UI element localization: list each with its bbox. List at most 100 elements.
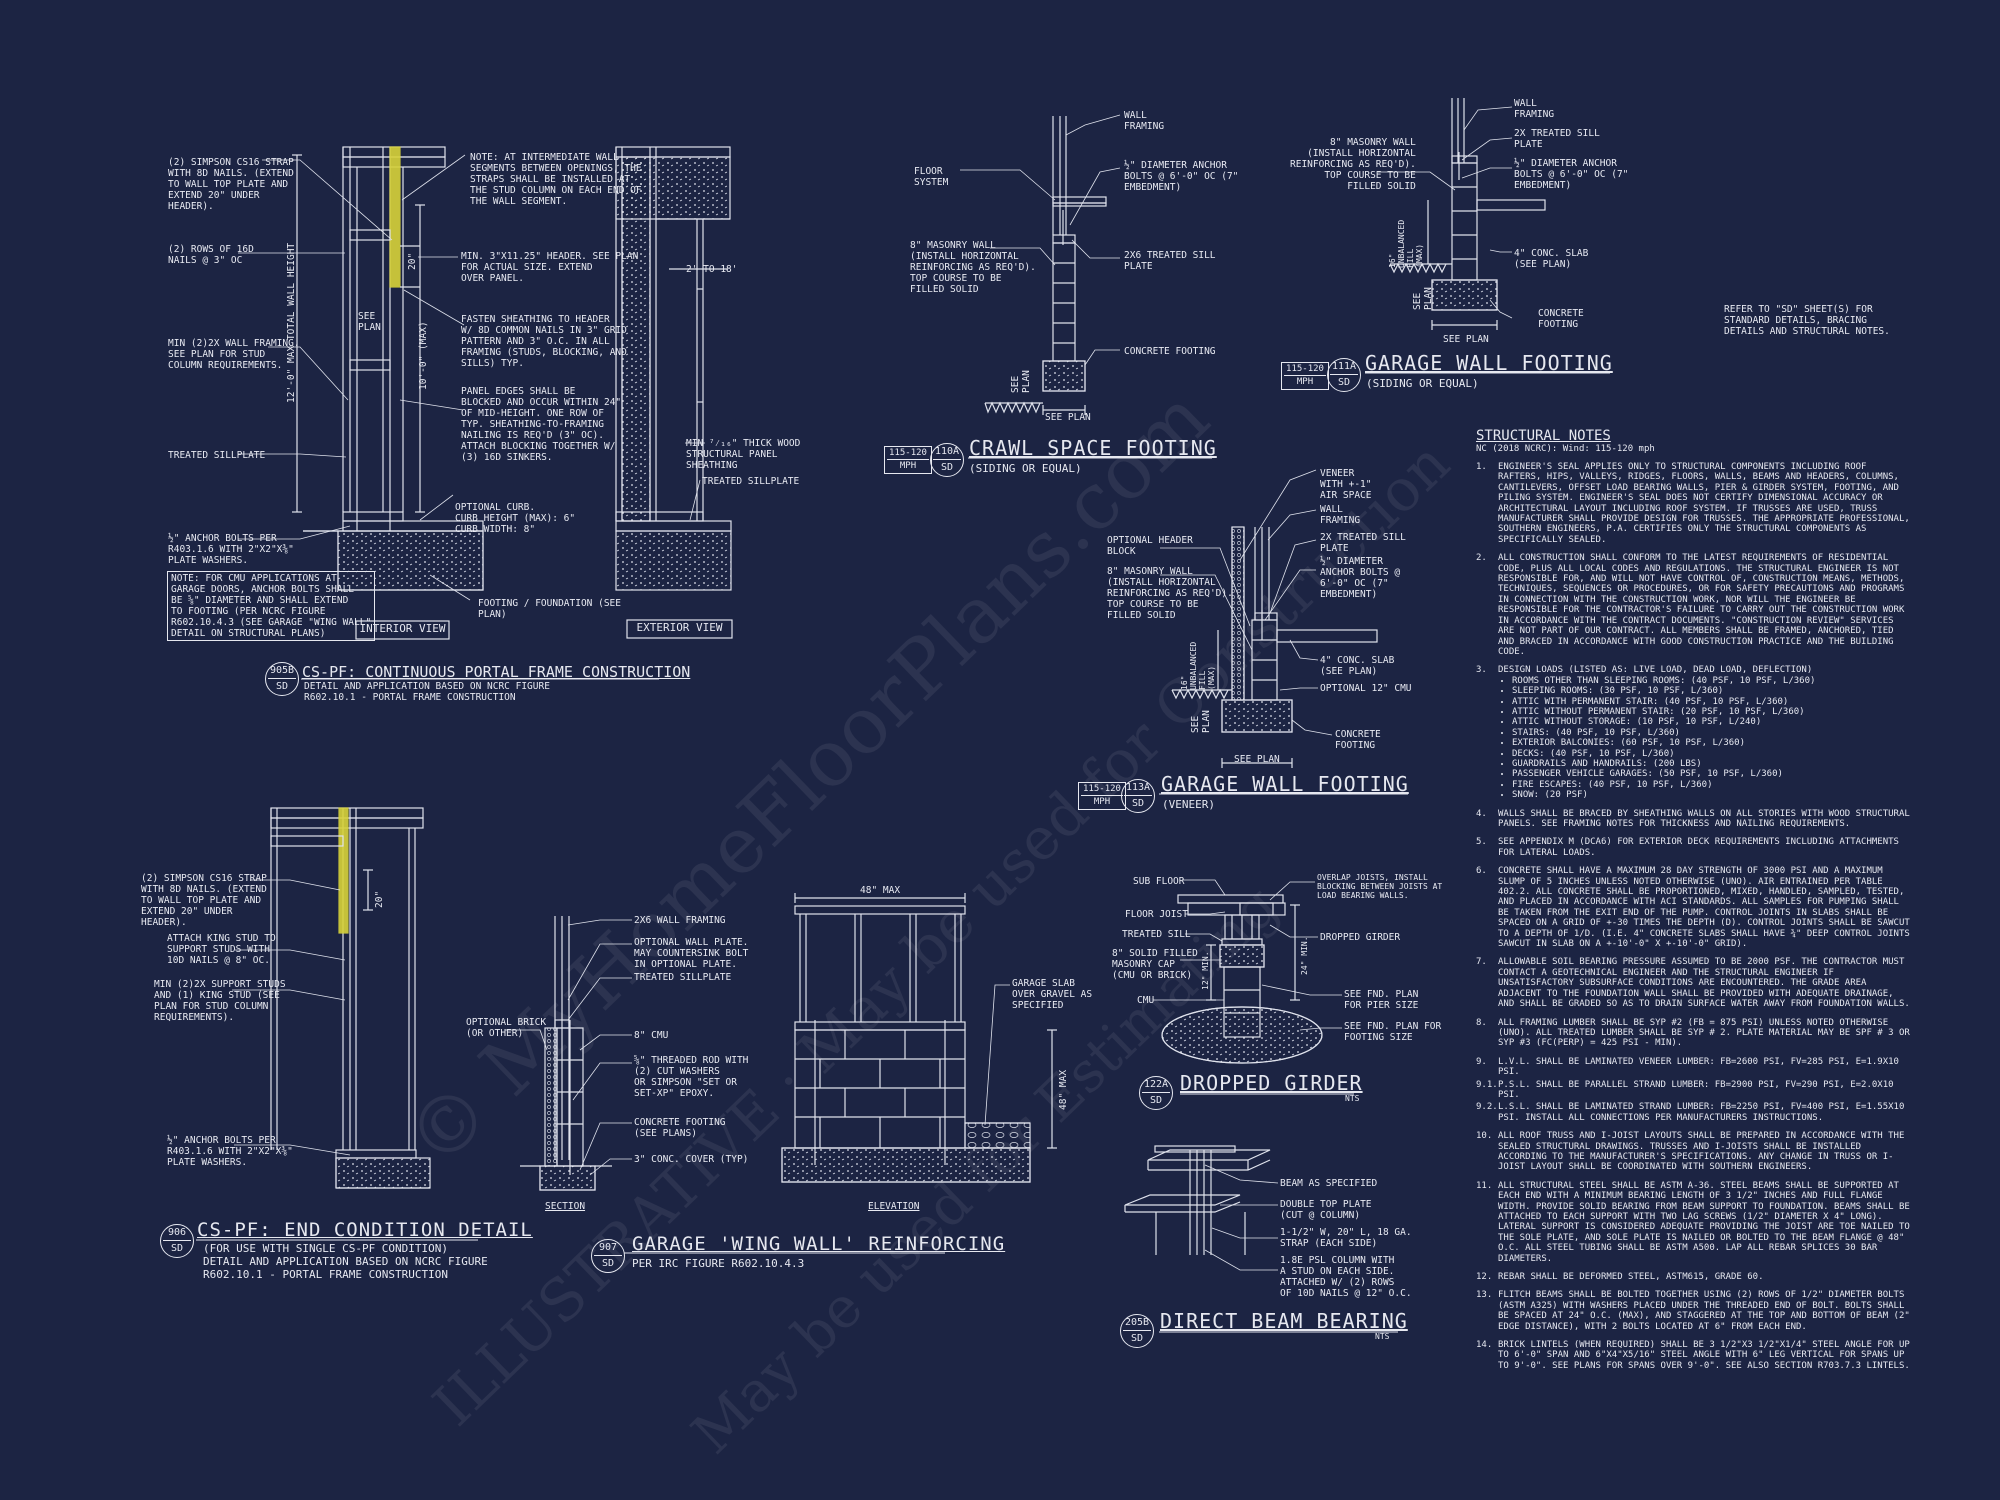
structural-note-number: 11. [1476, 1180, 1493, 1191]
label-see-plan: SEE PLAN [358, 311, 381, 333]
label-solid-filled-122a: 8" SOLID FILLED MASONRY CAP (CMU OR BRIC… [1112, 948, 1198, 981]
structural-note-text: ALL STRUCTURAL STEEL SHALL BE ASTM A-36.… [1498, 1180, 1910, 1264]
label-column-205b: 1.8E PSL COLUMN WITH A STUD ON EACH SIDE… [1280, 1255, 1412, 1299]
structural-note-text: BRICK LINTELS (WHEN REQUIRED) SHALL BE 3… [1498, 1340, 1910, 1371]
structural-note-text: SEE APPENDIX M (DCA6) FOR EXTERIOR DECK … [1498, 837, 1899, 858]
structural-note-number: 5. [1476, 837, 1487, 848]
label-concrete-footing-907: CONCRETE FOOTING (SEE PLANS) [634, 1117, 726, 1139]
structural-note: 3.DESIGN LOADS (LISTED AS: LIVE LOAD, DE… [1476, 665, 1910, 800]
label-framing-907: 2x6 WALL FRAMING [634, 915, 726, 926]
label-wall-framing-113a: WALL FRAMING [1320, 504, 1361, 526]
label-nails: (2) ROWS OF 16d NAILS @ 3" OC [168, 244, 254, 266]
label-anchor-111a: ½" DIAMETER ANCHOR BOLTS @ 6'-0" OC (7" … [1514, 158, 1629, 191]
label-king-906: ATTACH KING STUD TO SUPPORT STUDS WITH 1… [167, 933, 276, 966]
structural-note-number: 10. [1476, 1131, 1493, 1142]
structural-note-number: 6. [1476, 866, 1487, 877]
structural-note: 10. ALL ROOF TRUSS AND I-JOIST LAYOUTS SH… [1476, 1131, 1910, 1173]
label-dropped-122a: DROPPED GIRDER [1320, 932, 1401, 943]
label-twenty-906: 20" [374, 890, 385, 908]
label-rod-907: ⅝" THREADED ROD WITH (2) CUT WASHERS OR … [634, 1055, 749, 1099]
label-plate-907: OPTIONAL WALL PLATE. MAY COUNTERSINK BOL… [634, 937, 749, 970]
label-sill-110a: 2x6 TREATED SILL PLATE [1124, 250, 1216, 272]
label-anchor-113a: ½" DIAMETER ANCHOR BOLTS @ 6'-0" OC (7" … [1320, 556, 1401, 600]
label-footing-113a: CONCRETE FOOTING [1335, 729, 1381, 751]
label-see-plan-v-110a: SEE PLAN [1010, 370, 1032, 393]
structural-subnote: 9.1.P.S.L. SHALL BE PARALLEL STRAND LUMB… [1476, 1080, 1910, 1101]
label-curb: OPTIONAL CURB. CURB HEIGHT (MAX): 6" CUR… [455, 502, 576, 535]
design-load-item: ROOMS OTHER THAN SLEEPING ROOMS: (40 PSF… [1512, 676, 1910, 686]
label-treated-sill: TREATED SILLPLATE [168, 450, 266, 461]
design-load-item: PASSENGER VEHICLE GARAGES: (50 PSF, 10 P… [1512, 769, 1910, 779]
section-label-907: SECTION [545, 1201, 586, 1212]
structural-subnote: 9.2.L.S.L. SHALL BE LAMINATED STRAND LUM… [1476, 1102, 1910, 1123]
structural-note-text: ENGINEER'S SEAL APPLIES ONLY TO STRUCTUR… [1498, 462, 1910, 545]
label-max48-907: 48" MAX [860, 885, 901, 896]
structural-note-text: CONCRETE SHALL HAVE A MAXIMUM 28 DAY STR… [1498, 866, 1910, 950]
label-support-906: MIN (2)2X SUPPORT STUDS AND (1) KING STU… [154, 979, 286, 1023]
label-masonry-113a: 8" MASONRY WALL (INSTALL HORIZONTAL REIN… [1107, 566, 1233, 621]
detail-title-122a: DROPPED GIRDER [1180, 1071, 1363, 1095]
structural-note-text: WALLS SHALL BE BRACED BY SHEATHING WALLS… [1498, 808, 1910, 829]
structural-note: 5. SEE APPENDIX M (DCA6) FOR EXTERIOR DEC… [1476, 837, 1910, 858]
structural-note-number: 2. [1476, 553, 1487, 564]
end-condition-drawing [270, 807, 431, 1189]
design-load-item: FIRE ESCAPES: (40 PSF, 10 PSF, L/360) [1512, 780, 1910, 790]
crawl-space-footing-drawing [984, 116, 1107, 415]
structural-note-text: ALL ROOF TRUSS AND I-JOIST LAYOUTS SHALL… [1498, 1131, 1905, 1173]
structural-subnote-text: P.S.L. SHALL BE PARALLEL STRAND LUMBER: … [1498, 1079, 1894, 1100]
nts-122a: NTS [1345, 1094, 1360, 1103]
garage-footing-veneer-drawing [1171, 526, 1378, 768]
label-see-plan-v-113a: SEE PLAN [1190, 710, 1212, 733]
label-min24-122a: 24" MIN. [1300, 936, 1309, 975]
structural-note-number: 7. [1476, 957, 1487, 968]
structural-note: 7.ALLOWABLE SOIL BEARING PRESSURE ASSUME… [1476, 957, 1910, 1009]
label-min-sheathing: MIN ⁷⁄₁₆" THICK WOOD STRUCTURAL PANEL SH… [686, 438, 801, 471]
structural-note: 4.WALLS SHALL BE BRACED BY SHEATHING WAL… [1476, 809, 1910, 830]
label-treated-907: TREATED SILLPLATE [634, 972, 732, 983]
structural-note: 13. FLITCH BEAMS SHALL BE BOLTED TOGETHER… [1476, 1290, 1910, 1332]
wing-wall-section-drawing [520, 916, 612, 1191]
label-pier-122a: SEE FND. PLAN FOR PIER SIZE [1344, 989, 1419, 1011]
structural-subnote-number: 9.1. [1476, 1079, 1498, 1090]
label-footing-122a: SEE FND. PLAN FOR FOOTING SIZE [1344, 1021, 1442, 1043]
exterior-view-label: EXTERIOR VIEW [636, 621, 723, 634]
detail-sub-113a: (VENEER) [1162, 798, 1215, 811]
label-brick-907: OPTIONAL BRICK (OR OTHER) [466, 1017, 547, 1039]
portal-frame-leaders [238, 154, 471, 601]
label-sill-111a: 2x TREATED SILL PLATE [1514, 128, 1600, 150]
label-min12-122a: 12" MIN. [1201, 951, 1210, 990]
detail-title-905b: CS-PF: CONTINUOUS PORTAL FRAME CONSTRUCT… [302, 663, 691, 681]
label-ten-max: 10'-0" (MAX) [418, 321, 429, 390]
label-double-top-205b: DOUBLE TOP PLATE (CUT @ COLUMN) [1280, 1199, 1372, 1221]
label-two-to-18: 2' TO 18' [686, 264, 738, 275]
label-footing-111a: CONCRETE FOOTING [1538, 308, 1584, 330]
wing-wall-elevation-drawing [781, 893, 1057, 1183]
label-wall-framing-110a: WALL FRAMING [1124, 110, 1165, 132]
label-footing-110a: CONCRETE FOOTING [1124, 346, 1216, 357]
label-treated-sill-ext: TREATED SILLPLATE [702, 476, 800, 487]
label-unbalanced-111a: 16" UNBALANCED FILL (MAX) [1388, 219, 1424, 268]
structural-note-number: 13. [1476, 1290, 1493, 1301]
label-cmu-113a: OPTIONAL 12" CMU [1320, 683, 1412, 694]
detail-title-205b: DIRECT BEAM BEARING [1160, 1309, 1408, 1333]
label-anchor-bolts: ½" ANCHOR BOLTS PER R403.1.6 WITH 2"x2"x… [168, 533, 294, 566]
label-wall-framing-111a: WALL FRAMING [1514, 98, 1555, 120]
detail-title-906: CS-PF: END CONDITION DETAIL [197, 1219, 533, 1241]
structural-note-number: 1. [1476, 462, 1487, 472]
design-load-item: ATTIC WITHOUT STORAGE: (10 PSF, 10 PSF, … [1512, 717, 1910, 727]
structural-note-text: ALL CONSTRUCTION SHALL CONFORM TO THE LA… [1498, 553, 1905, 657]
direct-beam-bearing-drawing [1124, 1145, 1271, 1255]
label-slab-907: GARAGE SLAB OVER GRAVEL AS SPECIFIED [1012, 978, 1093, 1011]
label-cmu-122a: CMU [1137, 995, 1155, 1006]
interior-view-label: INTERIOR VIEW [359, 622, 446, 635]
structural-note-text: FLITCH BEAMS SHALL BE BOLTED TOGETHER US… [1498, 1290, 1910, 1332]
label-strap-205b: 1-1/2" W, 20" L, 18 GA. STRAP (EACH SIDE… [1280, 1227, 1412, 1249]
label-slab-113a: 4" CONC. SLAB (SEE PLAN) [1320, 655, 1395, 677]
label-twenty: 20" [407, 252, 418, 270]
structural-notes-list: 1. ENGINEER'S SEAL APPLIES ONLY TO STRUCT… [1476, 462, 1910, 1371]
elevation-label-907: ELEVATION [868, 1201, 920, 1212]
